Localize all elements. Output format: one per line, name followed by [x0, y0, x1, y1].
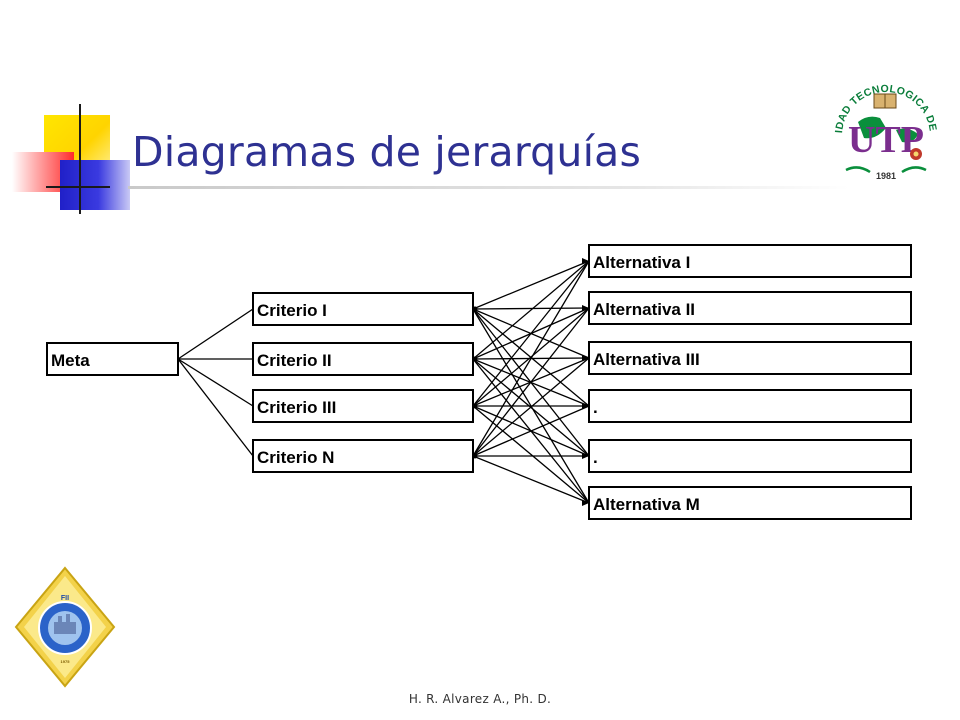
alternative-node: Alternativa M — [588, 486, 912, 520]
criterion-node: Criterio I — [252, 292, 474, 326]
criterion-alternative-connector — [472, 307, 590, 457]
criterion-label: Criterio I — [257, 301, 327, 320]
alternative-node: . — [588, 439, 912, 473]
alternative-node: Alternativa III — [588, 341, 912, 375]
criterion-node: Criterio N — [252, 439, 474, 473]
goal-criterion-connector — [177, 358, 254, 407]
factory-icon — [54, 622, 76, 634]
alternative-label: Alternativa I — [593, 253, 690, 272]
arrowhead — [582, 305, 589, 311]
utp-year: 1981 — [876, 171, 896, 181]
alternative-label: Alternativa II — [593, 300, 695, 319]
arrowhead — [582, 403, 589, 409]
alternative-label: . — [593, 398, 598, 417]
fii-acronym: FII — [61, 595, 69, 602]
alternative-node: Alternativa I — [588, 244, 912, 278]
criterion-label: Criterio II — [257, 351, 332, 370]
arrowhead — [582, 258, 589, 264]
criterion-alternative-connector — [472, 405, 590, 504]
criterion-node: Criterio III — [252, 389, 474, 423]
decorative-vertical-line — [79, 104, 81, 214]
title-underline — [128, 186, 850, 189]
alternative-label: Alternativa M — [593, 495, 700, 514]
criterion-alternative-connector — [472, 260, 590, 407]
criterion-alternative-connector — [472, 260, 590, 360]
arrowhead — [582, 453, 589, 459]
criterion-alternative-connector — [472, 357, 590, 457]
goal-criterion-connector — [177, 358, 254, 457]
arrowhead — [582, 355, 589, 361]
criterion-label: Criterio III — [257, 398, 336, 417]
criterion-node: Criterio II — [252, 342, 474, 376]
goal-node: Meta — [46, 342, 179, 376]
footer-credit: H. R. Alvarez A., Ph. D. — [408, 692, 552, 706]
goal-criterion-connector — [177, 308, 254, 360]
goal-label: Meta — [51, 351, 90, 370]
utp-logo: UNIVERSIDAD TECNOLOGICA DE PANAMA UTP 19… — [828, 78, 939, 181]
laurel-right-icon — [901, 166, 927, 174]
criterion-alternative-connector — [472, 260, 590, 310]
laurel-left-icon — [845, 166, 871, 174]
decorative-blue-block — [60, 160, 130, 210]
diagram-nodes: Meta Criterio I Criterio II Criterio III… — [46, 244, 912, 520]
arrowhead — [582, 500, 589, 506]
criterion-alternative-connector — [472, 455, 590, 504]
connector-lines — [177, 258, 590, 506]
decorative-horizontal-line — [46, 186, 110, 188]
criterion-alternative-connector — [472, 260, 590, 457]
criterion-alternative-connector — [472, 307, 590, 310]
criterion-label: Criterio N — [257, 448, 334, 467]
page-title: Diagramas de jerarquías — [132, 128, 642, 176]
criterion-alternative-connector — [472, 405, 590, 457]
alternative-label: Alternativa III — [593, 350, 700, 369]
criterion-alternative-connector — [472, 307, 590, 407]
map-shape-icon — [858, 116, 886, 139]
alternative-node: Alternativa II — [588, 291, 912, 325]
alternative-label: . — [593, 448, 598, 467]
alternative-node: . — [588, 389, 912, 423]
fii-logo: FII 1975 — [14, 566, 116, 688]
fii-year: 1975 — [61, 659, 71, 664]
